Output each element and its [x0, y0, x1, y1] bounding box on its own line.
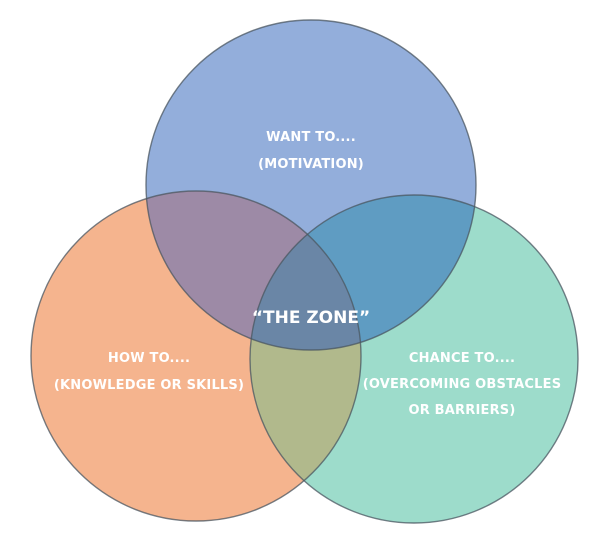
how-to-outline [30, 190, 362, 522]
want-to-label: WANT TO.... [266, 130, 356, 145]
chance-to-label: CHANCE TO.... [409, 351, 515, 366]
chance-to-sublabel: (OVERCOMING OBSTACLES [363, 377, 562, 392]
zone-overlap [250, 195, 361, 350]
chance-to-sublabel-2: OR BARRIERS) [408, 403, 515, 418]
how-to-sublabel: (KNOWLEDGE OR SKILLS) [54, 378, 244, 393]
how-to-label: HOW TO.... [108, 351, 190, 366]
want-to-sublabel: (MOTIVATION) [258, 157, 364, 172]
the-zone-label: “THE ZONE” [252, 308, 370, 328]
want-to-outline [145, 19, 477, 351]
chance-to-outline [249, 194, 579, 524]
